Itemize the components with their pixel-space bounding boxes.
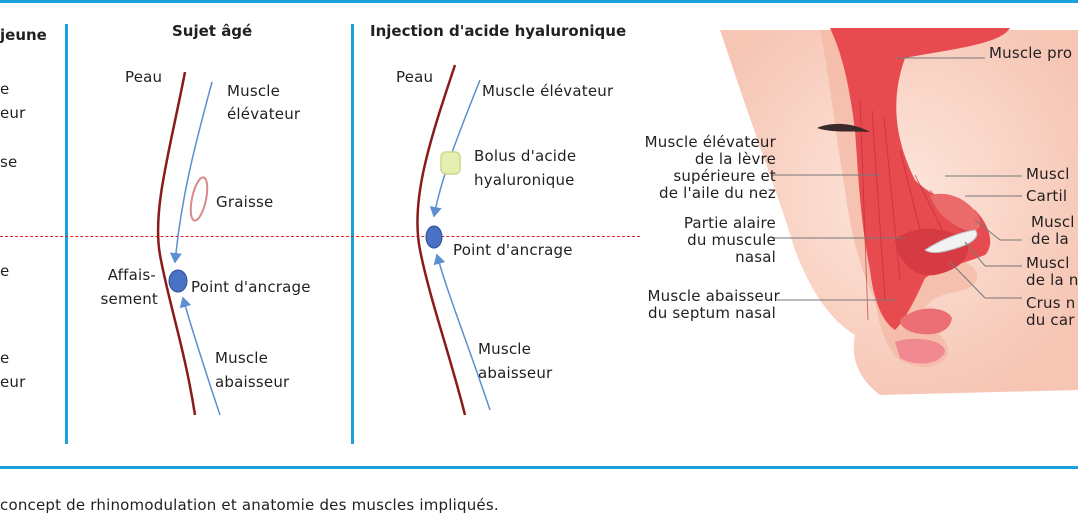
injection-bolus-label-2: hyaluronique: [474, 171, 575, 189]
injection-depressor-label-2: abaisseur: [478, 364, 553, 382]
injection-depressor-label-1: Muscle: [478, 340, 532, 358]
right-label-4a: Muscl: [1026, 254, 1070, 272]
aged-anchor-label: Point d'ancrage: [191, 278, 311, 296]
hyaluronic-bolus: [440, 151, 461, 175]
right-label-1: Muscl: [1026, 165, 1070, 183]
injection-anchor-point: [425, 225, 443, 249]
alar-label-2: du muscule: [687, 231, 776, 249]
right-label-5a: Crus n: [1026, 294, 1076, 312]
injection-skin-line: [416, 64, 467, 416]
nasal-muscles: [817, 28, 1010, 364]
young-label: e: [0, 262, 10, 280]
young-panel-title: jeune: [0, 26, 47, 44]
right-label-2: Cartil: [1026, 187, 1068, 205]
bottom-border: [0, 466, 1078, 469]
aged-elevator-label-1: Muscle: [227, 82, 281, 100]
depressor-septum-label-2: du septum nasal: [647, 304, 776, 322]
aged-skin-line: [156, 71, 197, 416]
aged-depressor-arrow: [179, 296, 221, 416]
right-label-3b: de la: [1031, 230, 1069, 248]
young-label: e: [0, 349, 10, 367]
right-label-4b: de la n: [1026, 271, 1078, 289]
levator-label-2: de la lèvre: [694, 150, 776, 168]
panel-divider-2: [351, 24, 354, 444]
aged-elevator-arrow: [169, 81, 213, 264]
levator-label-1: Muscle élévateur: [644, 133, 776, 151]
injection-skin-label: Peau: [396, 68, 434, 86]
aged-depressor-label-2: abaisseur: [215, 373, 290, 391]
injection-depressor-arrow: [433, 253, 491, 411]
aged-sagging-label-2: sement: [100, 290, 158, 308]
right-label-5b: du car: [1026, 311, 1075, 329]
panel-divider-1: [65, 24, 68, 444]
aged-sagging-label-1: Affais-: [107, 266, 156, 284]
injection-panel-title: Injection d'acide hyaluronique: [370, 22, 627, 40]
top-border: [0, 0, 1078, 3]
aged-fat-label: Graisse: [216, 193, 274, 211]
aged-elevator-label-2: élévateur: [227, 105, 301, 123]
injection-elevator-label: Muscle élévateur: [482, 82, 614, 100]
figure-caption: concept de rhinomodulation et anatomie d…: [0, 496, 499, 514]
young-label: e: [0, 80, 10, 98]
levator-label-4: de l'aile du nez: [659, 184, 776, 202]
depressor-septum-label-1: Muscle abaisseur: [647, 287, 780, 305]
injection-bolus-label-1: Bolus d'acide: [474, 147, 577, 165]
leader-lines: [772, 57, 1022, 301]
aged-depressor-label-1: Muscle: [215, 349, 269, 367]
young-label: se: [0, 153, 18, 171]
young-label: eur: [0, 373, 26, 391]
aged-panel-title: Sujet âgé: [172, 22, 253, 40]
reference-dashed-line: [0, 236, 640, 237]
young-label: eur: [0, 104, 26, 122]
alar-label-1: Partie alaire: [683, 214, 776, 232]
aged-skin-label: Peau: [125, 68, 163, 86]
levator-label-3: supérieure et: [673, 167, 776, 185]
aged-fat-ellipse: [189, 176, 209, 222]
procerus-label: Muscle pro: [989, 44, 1073, 62]
injection-anchor-label: Point d'ancrage: [453, 241, 573, 259]
alar-label-3: nasal: [735, 248, 776, 266]
aged-anchor-point: [168, 269, 188, 293]
right-label-3a: Muscl: [1031, 213, 1075, 231]
